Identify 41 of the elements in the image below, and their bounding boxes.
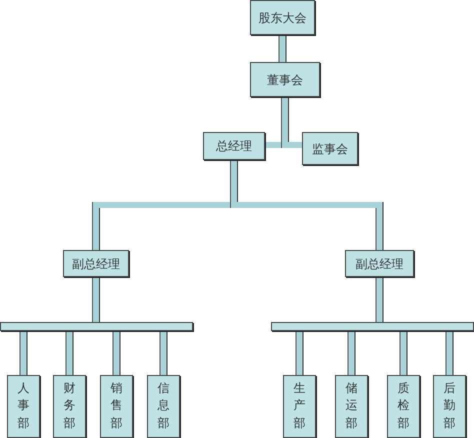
box-label: 董事会 — [267, 74, 303, 86]
box-label: 销售部 — [110, 380, 122, 432]
box-label: 总经理 — [216, 140, 252, 152]
box-label: 质检部 — [398, 380, 410, 432]
department-box — [283, 375, 316, 438]
department-box — [433, 375, 466, 438]
department-box — [100, 375, 133, 438]
box-label: 副总经理 — [72, 258, 120, 270]
connector-bar — [280, 35, 286, 62]
department-box — [387, 375, 420, 438]
connector-bar — [376, 277, 382, 322]
connector-bar — [296, 331, 302, 375]
connector-bar — [114, 331, 120, 375]
connector-bar — [160, 331, 166, 375]
box-label: 储运部 — [346, 380, 358, 432]
department-box — [335, 375, 368, 438]
connector-bar — [348, 331, 354, 375]
bus-bar — [0, 322, 193, 331]
box-label: 信息部 — [158, 380, 170, 432]
box-label: 股东大会 — [258, 12, 306, 24]
department-box — [7, 375, 40, 438]
box-label: 人事部 — [18, 380, 30, 432]
connector-bar — [400, 331, 406, 375]
department-box — [147, 375, 180, 438]
box-label: 副总经理 — [356, 258, 404, 270]
org-box — [302, 132, 358, 165]
box-label: 监事会 — [312, 142, 348, 154]
org-box — [250, 62, 320, 97]
org-box — [250, 0, 315, 35]
department-box — [53, 375, 86, 438]
box-label: 后勤部 — [444, 380, 456, 432]
box-label: 生产部 — [294, 380, 306, 432]
box-label: 财务部 — [64, 380, 76, 432]
connector-bar — [20, 331, 26, 375]
org-box — [203, 132, 265, 160]
org-box — [63, 250, 129, 277]
connector-bar — [66, 331, 72, 375]
bus-bar — [271, 322, 474, 331]
connector-bar — [446, 331, 452, 375]
org-box — [345, 250, 414, 277]
connector-bar — [93, 277, 99, 322]
